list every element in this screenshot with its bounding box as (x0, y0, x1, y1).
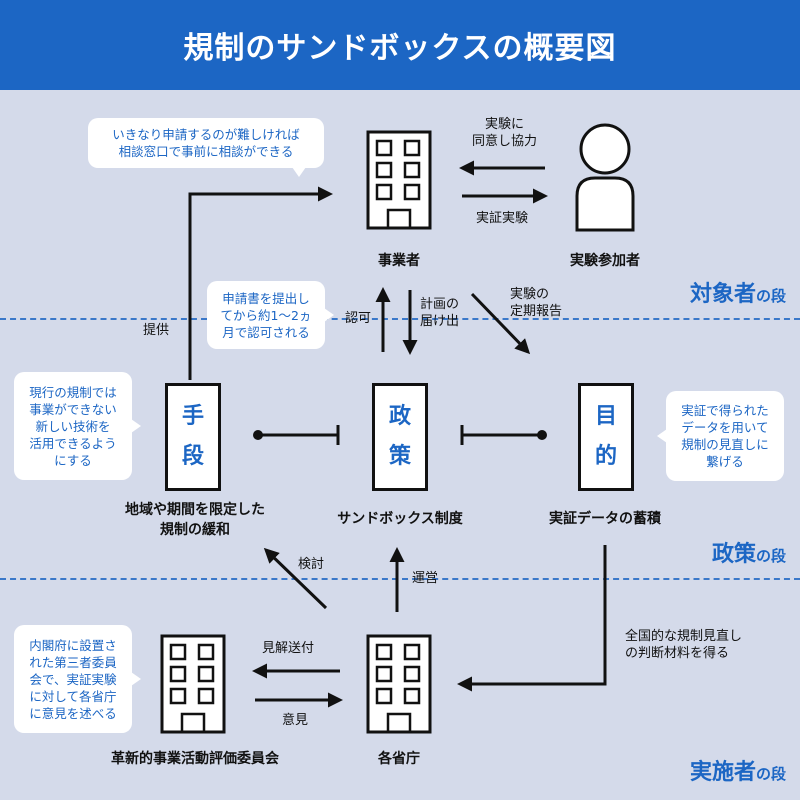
tier-implementers: 実施者の段 (689, 760, 786, 785)
tier-policy: 政策の段 (711, 542, 786, 567)
policy-box: 政 策 (372, 383, 428, 491)
policy-char-1: 政 (388, 404, 411, 429)
business-label: 事業者 (378, 253, 420, 269)
tier-divider-upper (0, 318, 800, 320)
purpose-box: 目 的 (578, 383, 634, 491)
policy-char-2: 策 (388, 444, 411, 469)
page-title: 規制のサンドボックスの概要図 (0, 0, 800, 90)
committee-building-icon (160, 634, 226, 734)
consent-label: 実験に同意し協力 (472, 117, 538, 149)
business-building-icon (366, 130, 432, 230)
operate-label: 運営 (412, 571, 439, 586)
consult-bubble: いきなり申請するのが難しければ相談窓口で事前に相談ができる (88, 118, 324, 177)
current-rules-bubble: 現行の規制では事業ができない新しい技術を活用できるようにする (14, 372, 141, 480)
opinion-send-label: 見解送付 (262, 641, 315, 656)
means-box: 手 段 (165, 383, 221, 491)
purpose-label: 実証データの蓄積 (549, 511, 661, 527)
report-label: 実験の定期報告 (510, 287, 563, 319)
verify-bubble: 実証で得られたデータを用いて規制の見直しに繋げる (657, 391, 784, 481)
national-label: 全国的な規制見直しの判断材料を得る (625, 629, 743, 661)
opinion-label: 意見 (282, 713, 309, 728)
means-char-2: 段 (181, 444, 204, 469)
purpose-char-1: 目 (594, 404, 617, 429)
approval-label: 認可 (345, 311, 372, 326)
purpose-char-2: 的 (594, 444, 617, 469)
ministries-label: 各省庁 (378, 751, 420, 767)
policy-label: サンドボックス制度 (337, 511, 463, 527)
plan-label: 計画の届け出 (420, 297, 460, 329)
review-label: 検討 (298, 557, 325, 572)
means-label: 地域や期間を限定した規制の緩和 (125, 502, 265, 538)
tier-divider-lower (0, 578, 800, 580)
participant-person-icon (575, 123, 635, 232)
committee-label: 革新的事業活動評価委員会 (111, 751, 279, 767)
participant-label: 実験参加者 (570, 253, 640, 269)
experiment-label: 実証実験 (476, 211, 529, 226)
cabinet-bubble: 内閣府に設置された第三者委員会で、実証実験に対して各省庁に意見を述べる (14, 625, 141, 733)
tier-subjects: 対象者の段 (689, 282, 786, 307)
ministries-building-icon (366, 634, 432, 734)
apply-bubble: 申請書を提出してから約1～2ヵ月で認可される (207, 281, 334, 349)
provide-label: 提供 (143, 323, 170, 338)
means-char-1: 手 (181, 404, 204, 429)
